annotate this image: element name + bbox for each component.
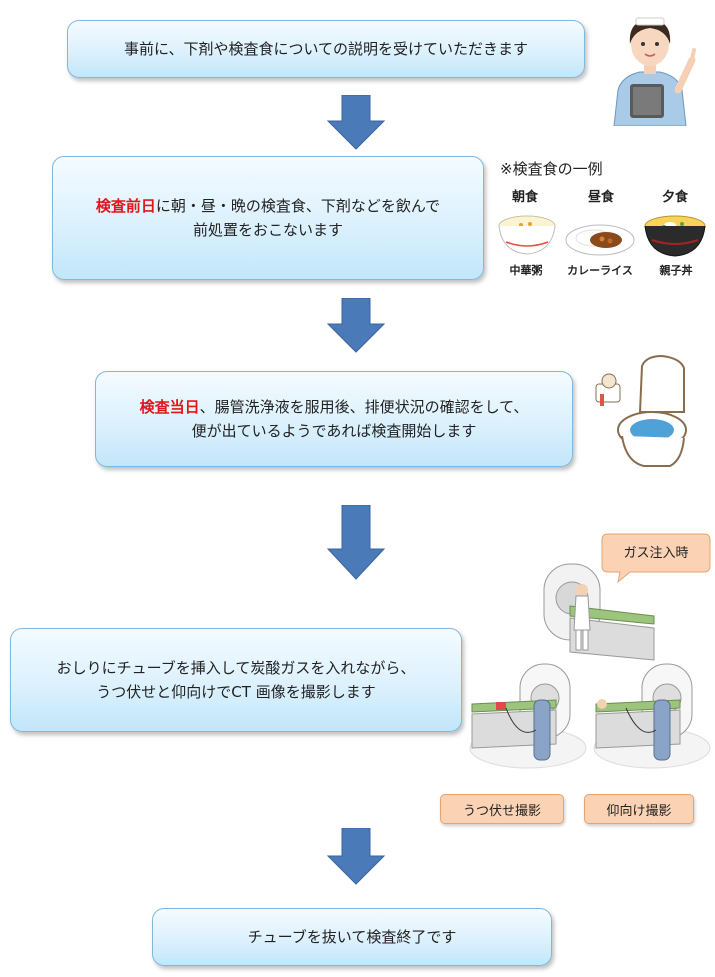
meal-dish-curry: カレーライス [567, 264, 633, 277]
arrow-down-icon [326, 828, 386, 885]
curry-plate-icon [565, 224, 635, 256]
step-5-box: チューブを抜いて検査終了です [152, 908, 552, 966]
meal-dish-oyakodon: 親子丼 [659, 264, 693, 277]
step-3-line2: 便が出ているようであれば検査開始します [191, 422, 477, 440]
gas-callout-text: ガス注入時 [623, 546, 689, 561]
step-1-box: 事前に、下剤や検査食についての説明を受けていただきます [67, 20, 585, 78]
arrow-down-icon [326, 95, 386, 150]
meal-example-title: ※検査食の一例 [500, 160, 603, 178]
step-3-line1: 、腸管洗浄液を服用後、排便状況の確認をして、 [199, 398, 529, 416]
arrow-down-icon [326, 505, 386, 580]
toilet-icon [595, 354, 687, 467]
supine-scan-label: 仰向け撮影 [584, 794, 694, 824]
meal-dish-congee: 中華粥 [509, 264, 543, 277]
step-3-box: 検査当日、腸管洗浄液を服用後、排便状況の確認をして、 便が出ているようであれば検… [95, 371, 573, 467]
prone-scan-label: うつ伏せ撮影 [440, 794, 564, 824]
ct-supine-illustration [593, 663, 711, 769]
step-2-highlight: 検査前日 [95, 197, 156, 215]
step-3-highlight: 検査当日 [139, 398, 200, 416]
meal-time-dinner: 夕食 [661, 190, 688, 205]
meal-time-lunch: 昼食 [587, 190, 614, 205]
step-4-line1: おしりにチューブを挿入して炭酸ガスを入れながら、 [56, 659, 416, 677]
oyakodon-bowl-icon [644, 215, 706, 257]
nurse-illustration [613, 17, 696, 126]
ct-scanner-doctor-illustration [543, 563, 655, 661]
congee-bowl-icon [498, 215, 556, 255]
step-5-text: チューブを抜いて検査終了です [247, 928, 457, 946]
step-4-box: おしりにチューブを挿入して炭酸ガスを入れながら、 うつ伏せと仰向けでCT 画像を… [10, 628, 462, 732]
ct-prone-illustration [469, 663, 587, 769]
step-1-text: 事前に、下剤や検査食についての説明を受けていただきます [123, 40, 529, 58]
gas-callout-bubble [601, 533, 711, 584]
step-4-line2: うつ伏せと仰向けでCT 画像を撮影します [96, 683, 376, 701]
arrow-down-icon [326, 298, 386, 353]
step-2-line1: に朝・昼・晩の検査食、下剤などを飲んで [155, 197, 441, 215]
step-2-line2: 前処置をおこないます [192, 221, 343, 239]
step-2-box: 検査前日に朝・昼・晩の検査食、下剤などを飲んで 前処置をおこないます [52, 156, 484, 280]
meal-time-breakfast: 朝食 [511, 190, 538, 205]
